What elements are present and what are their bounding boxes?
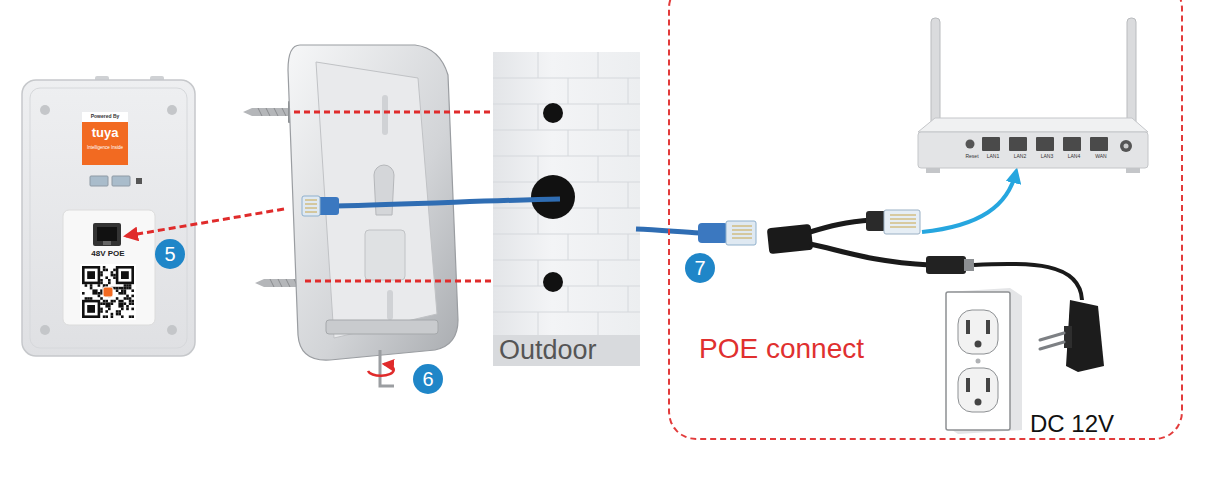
rj45-plug — [698, 221, 756, 245]
callout-number: 5 — [164, 243, 175, 266]
port-label: LAN4 — [1068, 154, 1081, 160]
insert-arrow — [126, 209, 284, 236]
screw — [243, 101, 293, 123]
callout-disc — [685, 253, 715, 283]
wall-outlet — [946, 288, 1022, 434]
wall — [493, 52, 640, 366]
port-label: LAN3 — [1041, 154, 1054, 160]
badge-tagline: Intelligence Inside — [87, 145, 123, 150]
turn-arrow — [368, 364, 394, 376]
rj45-plug — [302, 196, 339, 216]
doorbell-body — [22, 76, 195, 356]
callout-disc — [413, 364, 443, 394]
port-label: WAN — [1095, 154, 1106, 160]
tuya-badge: Powered By tuyaIntelligence Inside — [82, 112, 128, 166]
power-adapter — [1040, 300, 1104, 372]
poe-splitter — [767, 210, 1082, 300]
plug-in-arrow — [922, 172, 1016, 232]
region-title: POE connect — [699, 333, 864, 365]
location-label: Outdoor — [493, 335, 640, 366]
port-label: LAN1 — [987, 154, 1000, 160]
brand-logo: tuya — [92, 126, 119, 141]
voltage-label: DC 12V — [1030, 410, 1114, 438]
port-label: Reset — [965, 154, 978, 160]
badge-caption: Powered By — [91, 114, 120, 120]
outdoor-wall: Outdoor — [493, 52, 640, 366]
router: Reset LAN1 LAN2 LAN3 LAN4 WAN — [920, 20, 1152, 178]
port-rating: 48V POE — [91, 249, 124, 258]
port-label: LAN2 — [1014, 154, 1027, 160]
qr-code — [82, 266, 134, 318]
router — [918, 18, 1148, 173]
callout-disc — [155, 239, 185, 269]
doorbell-unit: 48V POE Powered By tuyaIntelligence Inside — [22, 80, 195, 356]
callout-number: 7 — [694, 257, 705, 280]
network-cable — [335, 199, 560, 206]
poe-connect-region: POE connect Reset LAN1 LAN2 LAN3 LAN4 WAN — [668, 0, 1183, 440]
callout-number: 6 — [422, 368, 433, 391]
